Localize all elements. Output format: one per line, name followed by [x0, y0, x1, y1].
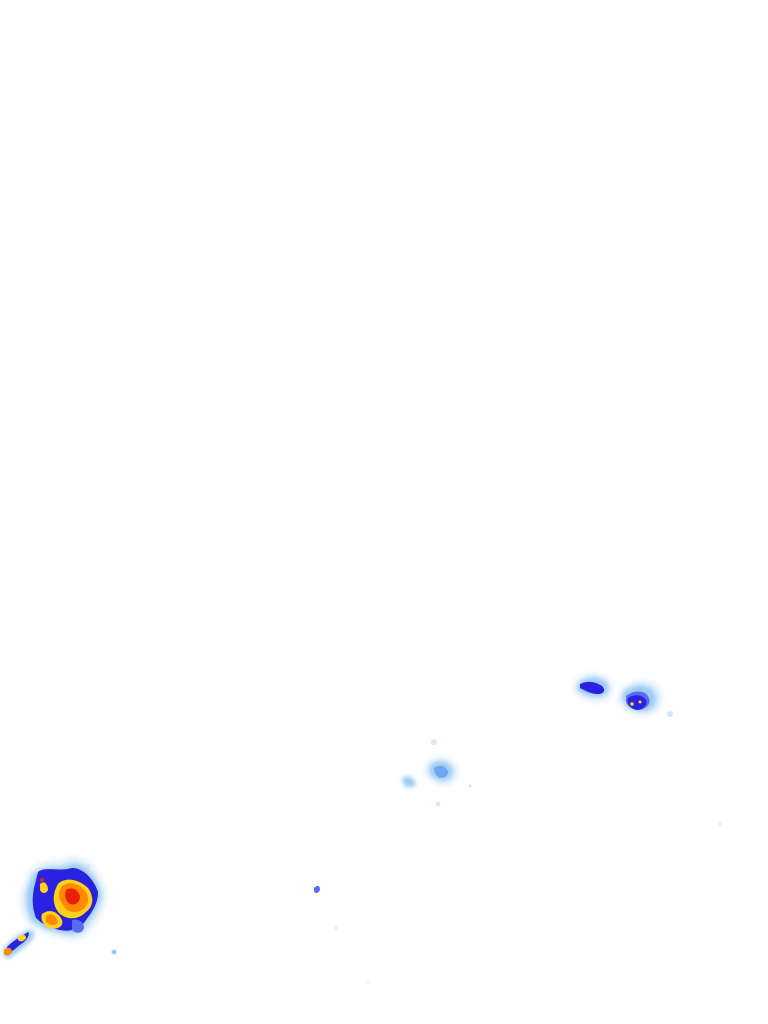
speck-south-central [314, 822, 722, 983]
cell-southwest-main [22, 857, 106, 939]
cell-southwest-trail [3, 864, 117, 959]
cell-east-upper-left [574, 674, 612, 701]
cell-central [402, 739, 472, 807]
cell-east-upper-right [619, 681, 673, 717]
